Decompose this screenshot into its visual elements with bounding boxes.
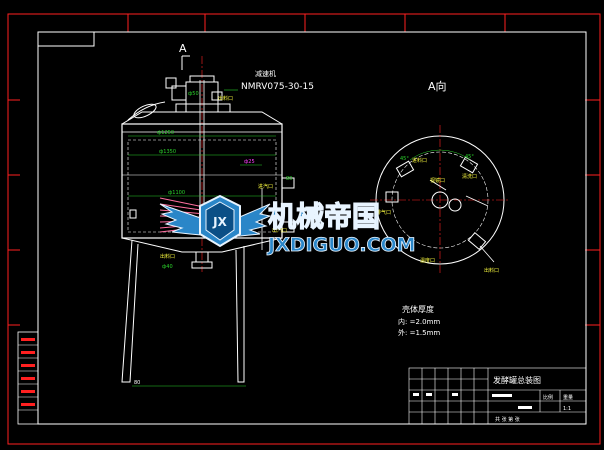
revision-table: [17, 331, 39, 425]
condensate-outlet-label: 出汽口: [272, 227, 287, 234]
thickness-outer: 外: =1.5mm: [398, 328, 440, 337]
steam-inlet-label: 进汽口: [258, 183, 273, 190]
leg-dim-label: 80: [134, 380, 140, 386]
scale-label: 比例: [543, 394, 553, 401]
inspection-label: 视镜口: [430, 177, 445, 184]
watermark-cn: 机械帝国: [268, 200, 380, 233]
watermark-en: JXDIGUO.COM: [266, 234, 416, 256]
reducer-title: 减速机: [255, 69, 276, 78]
diameter-lower-label: ф1100: [168, 190, 185, 196]
thermometer-label: 温度口: [420, 257, 435, 264]
discharge-outlet-label: 出料口: [160, 253, 175, 260]
zone-ticks: [8, 14, 600, 326]
watermark-badge-text: JX: [212, 215, 227, 229]
thickness-title: 壳体厚度: [402, 304, 434, 314]
tank-top-view: [370, 125, 510, 275]
weight-label: 重量: [563, 394, 573, 401]
title-block: [408, 367, 587, 425]
vent-label: 排气口: [376, 209, 391, 216]
corner-box: [37, 31, 95, 47]
title-block-marks: [413, 393, 532, 409]
top-dim-label: ф50: [188, 91, 199, 97]
diameter-upper-label: ф1250: [157, 130, 174, 136]
flange-dim-label: ф25: [244, 159, 255, 165]
view-direction-label: A向: [428, 79, 447, 93]
view-a-label: A: [179, 42, 187, 55]
cip-label: 清洗口: [462, 173, 477, 180]
drain-label: 出料口: [484, 267, 499, 274]
watermark-logo: JX 机械帝国 JXDIGUO.COM: [159, 194, 416, 256]
reducer-model: NMRV075-30-15: [241, 82, 314, 92]
outlet-top-label: 出料口: [218, 95, 233, 102]
angle-a-label: 45°: [465, 154, 474, 160]
diameter-main-label: ф1350: [159, 149, 176, 155]
drawing-name: 发酵罐总装图: [493, 375, 541, 385]
side-dim-label: 80: [286, 176, 292, 182]
thickness-inner: 内: =2.0mm: [398, 317, 440, 326]
sheet-label: 共 张 第 张: [495, 416, 520, 423]
inner-border: [37, 31, 587, 425]
outer-frame: [7, 13, 601, 445]
material-inlet-label: 进料口: [412, 157, 427, 164]
angle-b-label: 45°: [400, 156, 409, 162]
scale-value: 1:1: [563, 406, 571, 412]
bottom-dim-label: ф40: [162, 264, 173, 270]
